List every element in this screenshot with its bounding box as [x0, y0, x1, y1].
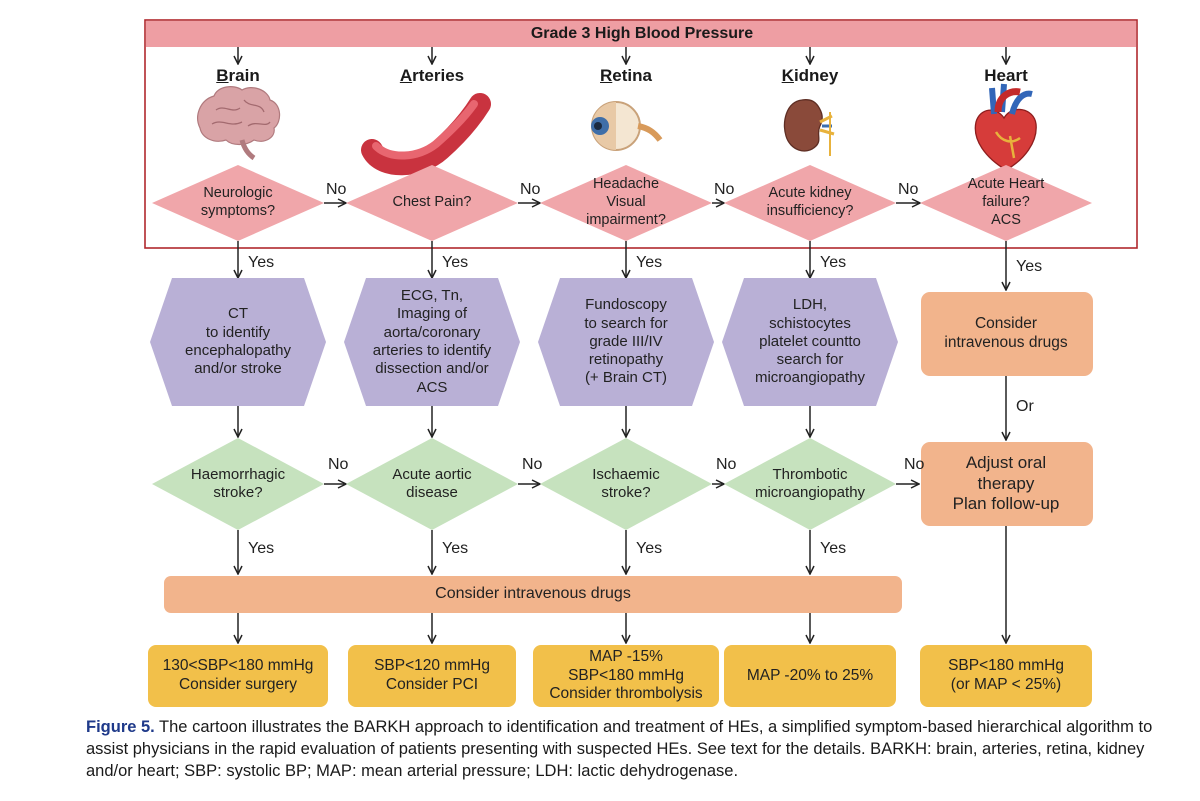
caption-text: The cartoon illustrates the BARKH approa… [86, 718, 1153, 780]
heart-icon [974, 83, 1037, 171]
diagnosis-label: Thrombotic microangiopathy [754, 465, 866, 501]
target-label: 130<SBP<180 mmHg Consider surgery [162, 657, 314, 693]
kidney-icon [783, 99, 835, 156]
symptom-label: Acute Heart failure? ACS [967, 176, 1045, 228]
organ-title-rest: Heart [984, 66, 1028, 85]
header-bar [146, 21, 1136, 47]
yes-label: Yes [820, 254, 847, 271]
target-label: SBP<180 mmHg (or MAP < 25%) [948, 657, 1064, 693]
iv-drugs-bar [164, 576, 902, 613]
target-box [533, 645, 719, 707]
artery-icon [361, 93, 491, 176]
yes-label: Yes [442, 540, 469, 557]
or-label: Or [1016, 398, 1034, 415]
no-label: No [522, 456, 543, 473]
no-label: No [898, 181, 919, 198]
test-label: Fundoscopy to search for grade III/IV re… [584, 296, 668, 387]
no-label: No [328, 456, 349, 473]
test-hexagon [538, 278, 714, 406]
no-label: No [326, 181, 347, 198]
symptom-label: Chest Pain? [392, 194, 472, 211]
test-hexagon [150, 278, 326, 406]
organ-title-rest: rain [228, 66, 260, 85]
symptom-label: Acute kidney insufficiency? [766, 185, 854, 219]
diagnosis-diamond [152, 438, 324, 530]
target-box [148, 645, 328, 707]
test-label: ECG, Tn, Imaging of aorta/coronary arter… [372, 287, 492, 396]
yes-label: Yes [636, 254, 663, 271]
header-frame [144, 19, 1138, 249]
organ-title: Brain [168, 66, 308, 86]
eye-icon [591, 101, 663, 151]
yes-label: Yes [1016, 258, 1043, 275]
test-hexagon [722, 278, 898, 406]
test-label: CT to identify encephalopathy and/or str… [185, 305, 291, 378]
heart-iv-label: Consider intravenous drugs [944, 315, 1068, 351]
no-label: No [904, 456, 925, 473]
organ-title: Retina [556, 66, 696, 86]
organ-title: Kidney [740, 66, 880, 86]
symptom-diamond [346, 165, 518, 241]
organ-title-initial: K [781, 66, 794, 85]
no-label: No [714, 181, 735, 198]
target-box [348, 645, 516, 707]
figure-caption: Figure 5. The cartoon illustrates the BA… [86, 717, 1186, 782]
yes-label: Yes [820, 540, 847, 557]
diagnosis-label: Ischaemic stroke? [592, 465, 660, 501]
organ-title-rest: etina [612, 66, 652, 85]
target-label: MAP -15% SBP<180 mmHg Consider thromboly… [549, 647, 703, 703]
test-hexagon [344, 278, 520, 406]
organ-title-initial: A [399, 66, 413, 85]
yes-label: Yes [248, 540, 275, 557]
target-box [724, 645, 896, 707]
diagnosis-diamond [724, 438, 896, 530]
no-label: No [716, 456, 737, 473]
no-label: No [520, 181, 541, 198]
organ-title-rest: idney [793, 66, 839, 85]
symptom-diamond [920, 165, 1092, 241]
oral-therapy-label: Adjust oral therapy Plan follow-up [952, 452, 1060, 514]
target-label: MAP -20% to 25% [746, 666, 874, 684]
target-label: SBP<120 mmHg Consider PCI [374, 657, 490, 693]
symptom-diamond [540, 165, 712, 241]
header-title: Grade 3 High Blood Pressure [530, 25, 754, 42]
brain-icon [197, 86, 281, 161]
test-label: LDH, schistocytes platelet countto searc… [754, 296, 866, 387]
diagnosis-diamond [540, 438, 712, 530]
organ-title: Arteries [362, 66, 502, 86]
heart-iv-box [921, 292, 1093, 376]
yes-label: Yes [248, 254, 275, 271]
oral-therapy-box [921, 442, 1093, 526]
symptom-label: Headache Visual impairment? [586, 176, 666, 228]
yes-label: Yes [636, 540, 663, 557]
diagnosis-label: Acute aortic disease [392, 465, 472, 501]
diagnosis-diamond [346, 438, 518, 530]
organ-title-rest: rteries [412, 66, 465, 85]
target-box [920, 645, 1092, 707]
iv-drugs-label: Consider intravenous drugs [435, 585, 631, 603]
symptom-label: Neurologic symptoms? [200, 185, 276, 219]
organ-title-initial: R [600, 66, 613, 85]
organ-title: Heart [936, 66, 1076, 86]
diagnosis-label: Haemorrhagic stroke? [190, 465, 286, 501]
figure-number: Figure 5. [86, 718, 155, 736]
symptom-diamond [152, 165, 324, 241]
yes-label: Yes [442, 254, 469, 271]
organ-title-initial: B [216, 66, 229, 85]
symptom-diamond [724, 165, 896, 241]
